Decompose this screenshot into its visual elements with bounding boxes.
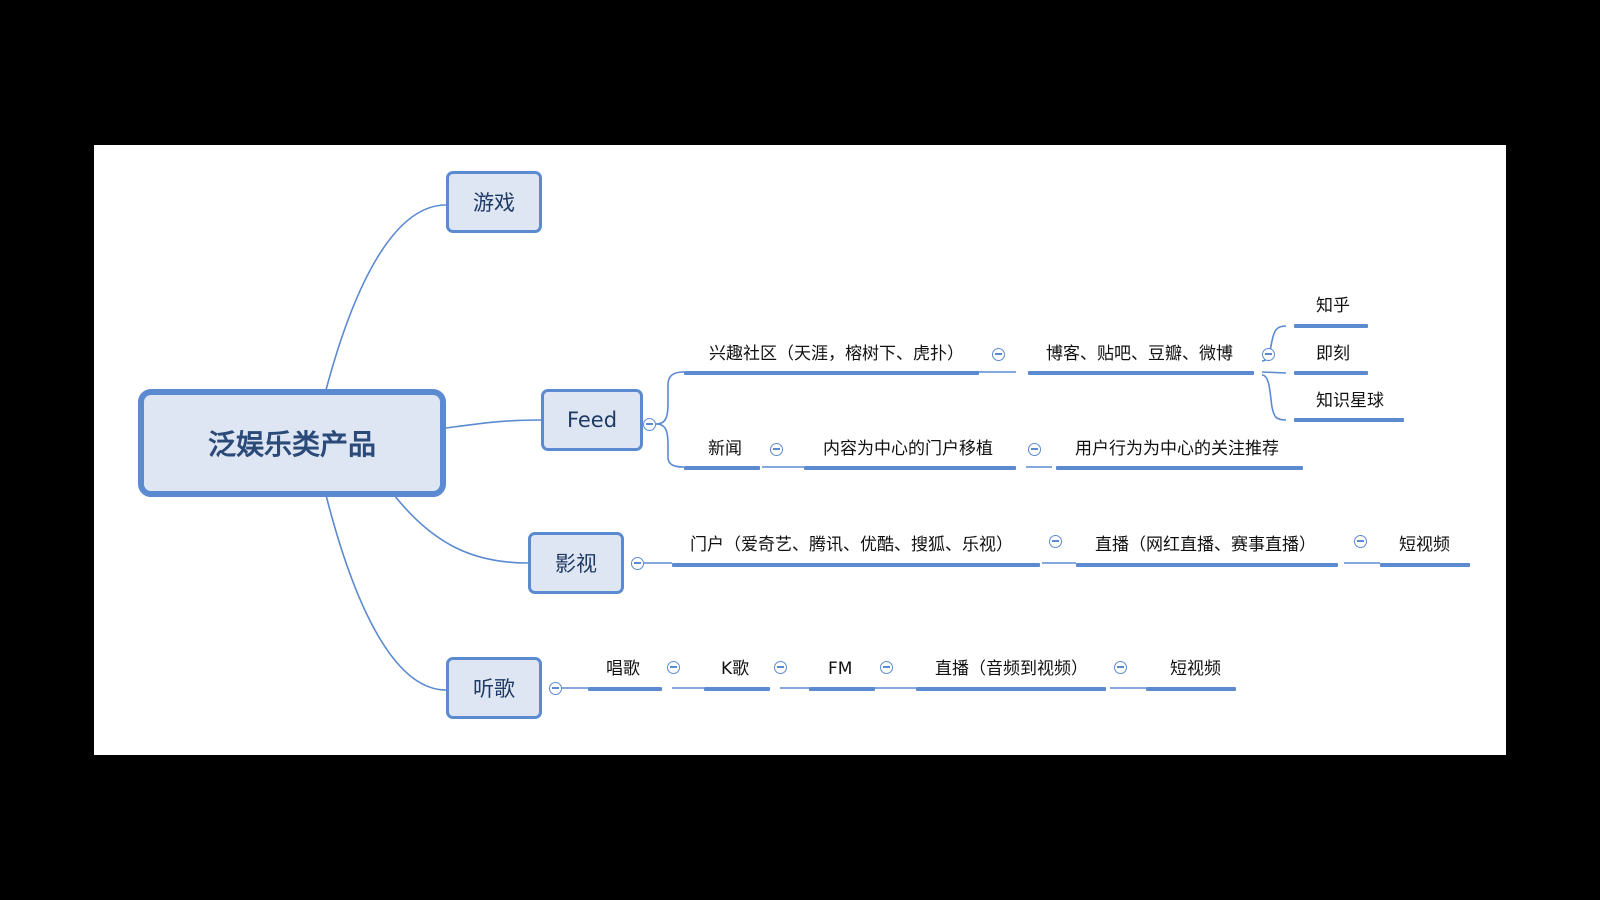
collapse-icon-video-live[interactable]	[1354, 535, 1367, 548]
leaf-jike[interactable]: 即刻	[1316, 344, 1350, 364]
underline-video-short	[1380, 563, 1470, 567]
link-root-games	[325, 204, 447, 391]
branch-games[interactable]: 游戏	[446, 171, 542, 233]
branch-music[interactable]: 听歌	[446, 657, 542, 719]
collapse-icon-sing[interactable]	[667, 661, 680, 674]
link-root-feed	[445, 419, 542, 429]
branch-video-label: 影视	[555, 552, 597, 576]
root-node[interactable]: 泛娱乐类产品	[138, 389, 446, 497]
branch-feed-label: Feed	[566, 408, 618, 432]
collapse-icon-feed[interactable]	[643, 418, 656, 431]
link-blogs-zsxq	[1261, 374, 1287, 421]
underline-audio-live	[916, 687, 1106, 691]
leaf-video-short[interactable]: 短视频	[1399, 535, 1450, 555]
link-blogs-jike	[1261, 371, 1287, 374]
mindmap-canvas: 泛娱乐类产品 游戏 Feed 影视 听歌 兴趣社区（天涯，榕树下、虎扑） 博客、…	[94, 145, 1506, 755]
root-label: 泛娱乐类产品	[207, 428, 376, 461]
link-feed-community	[655, 371, 685, 425]
leaf-audio-live[interactable]: 直播（音频到视频）	[935, 659, 1088, 679]
link-feed-news	[655, 423, 685, 468]
leaf-zhihu[interactable]: 知乎	[1316, 296, 1350, 316]
underline-content-portal	[804, 466, 1016, 470]
link-root-music	[325, 494, 447, 691]
collapse-icon-fm[interactable]	[880, 661, 893, 674]
underline-zhihu	[1294, 324, 1368, 328]
underline-karaoke	[704, 687, 770, 691]
branch-music-label: 听歌	[473, 677, 515, 701]
leaf-zsxq[interactable]: 知识星球	[1316, 391, 1384, 411]
branch-games-label: 游戏	[473, 191, 515, 215]
collapse-icon-audio-live[interactable]	[1114, 661, 1127, 674]
link-root-video	[393, 494, 529, 564]
leaf-news[interactable]: 新闻	[708, 439, 742, 459]
leaf-blogs[interactable]: 博客、贴吧、豆瓣、微博	[1046, 344, 1233, 364]
collapse-icon-community[interactable]	[992, 348, 1005, 361]
collapse-icon-content-portal[interactable]	[1028, 443, 1041, 456]
leaf-karaoke[interactable]: K歌	[721, 659, 750, 679]
leaf-video-live[interactable]: 直播（网红直播、赛事直播）	[1095, 535, 1316, 555]
underline-music-short	[1146, 687, 1236, 691]
underline-user-recommend	[1056, 466, 1303, 470]
leaf-community[interactable]: 兴趣社区（天涯，榕树下、虎扑）	[709, 344, 964, 364]
underline-zsxq	[1294, 418, 1404, 422]
collapse-icon-music[interactable]	[549, 682, 562, 695]
underline-sing	[588, 687, 662, 691]
collapse-icon-karaoke[interactable]	[774, 661, 787, 674]
underline-news	[684, 466, 760, 470]
underline-community	[684, 371, 979, 375]
leaf-content-portal[interactable]: 内容为中心的门户移植	[823, 439, 993, 459]
underline-blogs	[1028, 371, 1254, 375]
leaf-sing[interactable]: 唱歌	[606, 659, 640, 679]
leaf-fm[interactable]: FM	[828, 659, 853, 679]
branch-feed[interactable]: Feed	[541, 389, 643, 451]
leaf-music-short[interactable]: 短视频	[1170, 659, 1221, 679]
collapse-icon-blogs[interactable]	[1262, 348, 1275, 361]
collapse-icon-news[interactable]	[770, 443, 783, 456]
connector-lines	[325, 204, 1380, 691]
collapse-icon-video-portal[interactable]	[1049, 535, 1062, 548]
underline-video-live	[1076, 563, 1338, 567]
underline-jike	[1294, 371, 1368, 375]
leaf-user-recommend[interactable]: 用户行为为中心的关注推荐	[1075, 439, 1279, 459]
underline-fm	[809, 687, 875, 691]
collapse-icon-video[interactable]	[631, 557, 644, 570]
branch-video[interactable]: 影视	[528, 532, 624, 594]
underline-video-portal	[672, 563, 1040, 567]
leaf-video-portal[interactable]: 门户（爱奇艺、腾讯、优酷、搜狐、乐视）	[690, 535, 1013, 555]
